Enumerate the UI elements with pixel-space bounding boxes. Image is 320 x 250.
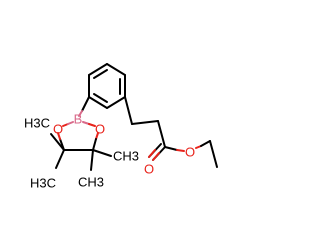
atom-oxygen-ring-top: O: [95, 122, 105, 137]
bond-chain-2: [131, 120, 159, 125]
bond-methyl-2: [55, 149, 65, 169]
methyl-label-1: H3C: [24, 116, 50, 131]
methyl-label-4: CH3: [78, 175, 104, 190]
methyl-label-3: CH3: [113, 149, 139, 164]
bond-methyl-3: [92, 149, 112, 157]
atom-oxygen-ring-bottom: O: [53, 122, 63, 137]
bond-o1-c-red: [95, 132, 99, 140]
bond-ring-1: [88, 63, 108, 76]
bond-boron-o1-pink: [82, 121, 90, 125]
bond-chain-3: [157, 120, 166, 148]
atom-labels: B O O O O H3C H3C CH3 CH3: [24, 112, 195, 191]
propanoate-chain: [124, 96, 218, 168]
bond-methyl-1: [50, 133, 65, 151]
bond-c-o2-red: [57, 132, 61, 140]
methyl-label-2: H3C: [30, 176, 56, 191]
bond-aryl-boron-pink: [78, 110, 83, 117]
molecule-structure-diagram: B O O O O H3C H3C CH3 CH3: [24, 63, 218, 191]
benzene-ring: [88, 63, 126, 109]
pinacol-boronate: [50, 96, 112, 171]
bond-carbonyl-a-red: [152, 152, 160, 161]
bond-methyl-4: [90, 149, 94, 171]
bond-ring-2: [106, 63, 126, 76]
bond-ring-inner-3: [93, 93, 108, 103]
bond-ethyl-2: [209, 140, 218, 168]
bond-ring-4: [106, 96, 126, 109]
bond-ring-5: [88, 96, 108, 109]
atom-oxygen-ester: O: [185, 145, 195, 160]
bond-ring-inner-1: [93, 69, 108, 79]
bond-carbonyl-b-red: [148, 149, 156, 158]
bond-boron-o1-red: [88, 123, 96, 127]
atom-boron: B: [74, 112, 83, 127]
bond-ethyl-1: [200, 140, 211, 147]
atom-oxygen-carbonyl: O: [144, 162, 154, 177]
bond-o2-boron-pink: [67, 121, 74, 125]
bond-chain-1: [124, 96, 133, 125]
bond-ester-1-red: [176, 149, 185, 152]
bond-ester-1: [164, 146, 178, 151]
bond-o1-c: [92, 138, 97, 151]
bond-aryl-boron: [81, 96, 90, 112]
